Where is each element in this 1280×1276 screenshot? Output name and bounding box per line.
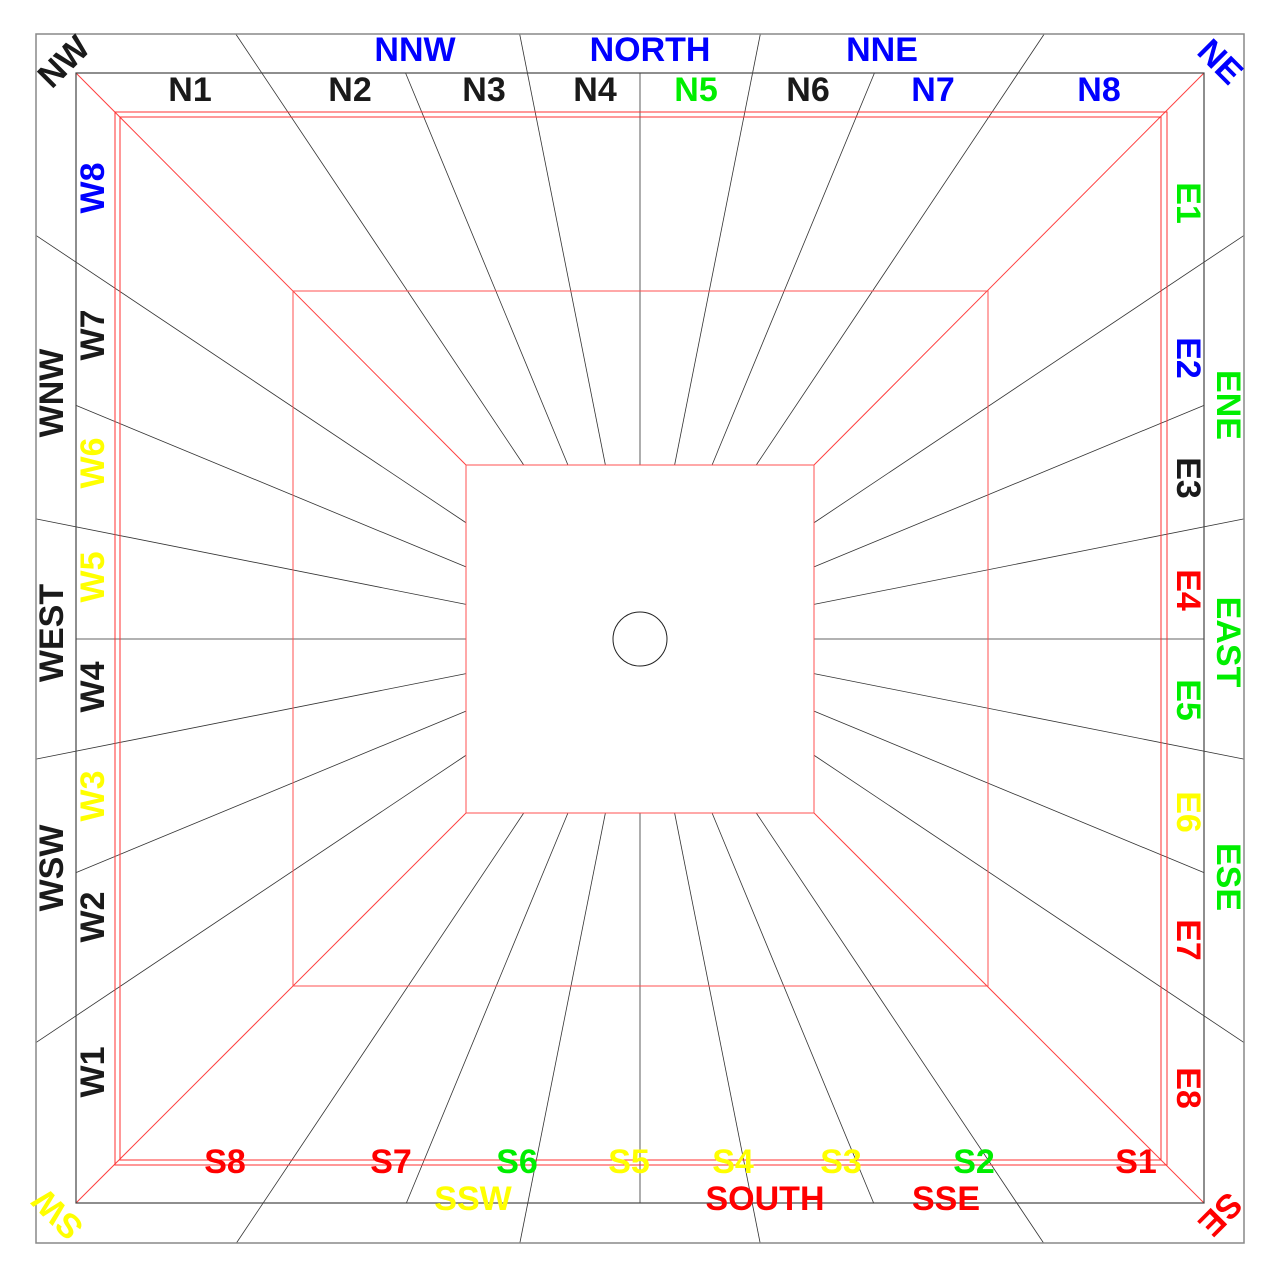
zone-w8: W8 <box>74 163 112 214</box>
direction-lines <box>35 33 1245 1244</box>
zone-n1: N1 <box>168 71 211 109</box>
zone-s8: S8 <box>204 1143 246 1181</box>
zone-n2: N2 <box>328 71 371 109</box>
direction-line <box>711 72 875 466</box>
zone-e1: E1 <box>1169 182 1207 224</box>
center-circle <box>612 611 668 667</box>
zone-e2: E2 <box>1169 337 1207 379</box>
zone-n6: N6 <box>786 71 829 109</box>
direction-line <box>755 812 1044 1244</box>
zone-n4: N4 <box>573 71 617 109</box>
zone-e8: E8 <box>1169 1067 1207 1109</box>
zone-e4: E4 <box>1169 569 1207 611</box>
direction-line <box>236 812 525 1244</box>
diagonal-line <box>813 72 1205 466</box>
label-ssw: SSW <box>434 1180 512 1218</box>
diagonal-line <box>75 812 467 1204</box>
direction-line <box>35 754 467 1043</box>
middle-red-square <box>292 290 989 987</box>
zone-w6: W6 <box>74 438 112 489</box>
label-sw: SW <box>25 1181 91 1247</box>
direction-line <box>35 235 467 524</box>
label-se: SE <box>1191 1185 1250 1244</box>
direction-line <box>235 33 525 466</box>
zone-s3: S3 <box>820 1143 862 1181</box>
label-sse: SSE <box>912 1180 980 1218</box>
label-ne: NE <box>1190 32 1250 92</box>
direction-line <box>813 710 1205 873</box>
direction-line <box>405 72 569 466</box>
direction-line <box>519 812 606 1244</box>
zone-s5: S5 <box>608 1143 650 1181</box>
zone-e3: E3 <box>1169 457 1207 499</box>
direction-line <box>813 235 1245 524</box>
direction-line <box>674 33 761 466</box>
zone-w3: W3 <box>74 771 112 822</box>
direction-line <box>674 812 761 1244</box>
zone-e6: E6 <box>1169 791 1207 833</box>
direction-line <box>755 33 1045 466</box>
zone-s1: S1 <box>1115 1143 1157 1181</box>
zone-w2: W2 <box>74 892 112 943</box>
zone-w7: W7 <box>74 310 112 361</box>
second-border <box>75 72 1205 1204</box>
direction-line <box>519 33 606 466</box>
label-wnw: WNW <box>33 348 71 438</box>
label-nnw: NNW <box>374 31 456 69</box>
zone-n8: N8 <box>1077 71 1120 109</box>
label-wsw: WSW <box>33 824 71 912</box>
label-south: SOUTH <box>706 1180 825 1218</box>
label-west: WEST <box>33 584 71 682</box>
diagonal-line <box>75 72 467 466</box>
zone-n3: N3 <box>462 71 505 109</box>
direction-line <box>75 405 467 568</box>
direction-line <box>813 518 1245 605</box>
label-nne: NNE <box>846 31 918 69</box>
diagonal-line <box>813 812 1205 1204</box>
zone-e5: E5 <box>1169 679 1207 721</box>
direction-line <box>813 754 1245 1043</box>
red-border-inner <box>119 116 1162 1161</box>
label-east: EAST <box>1209 597 1247 688</box>
direction-line <box>406 812 569 1204</box>
zone-w4: W4 <box>74 661 112 712</box>
zone-w1: W1 <box>74 1047 112 1098</box>
zone-s4: S4 <box>712 1143 754 1181</box>
label-ene: ENE <box>1209 370 1247 440</box>
zone-s6: S6 <box>496 1143 538 1181</box>
zone-n7: N7 <box>911 71 954 109</box>
direction-line <box>75 710 467 873</box>
direction-line <box>813 405 1205 568</box>
zone-s7: S7 <box>370 1143 412 1181</box>
direction-line <box>813 673 1245 760</box>
direction-line <box>711 812 874 1204</box>
zone-n5: N5 <box>674 71 717 109</box>
label-ese: ESE <box>1209 843 1247 911</box>
zone-s2: S2 <box>953 1143 995 1181</box>
direction-line <box>35 518 467 605</box>
outer-border <box>35 33 1245 1244</box>
zone-e7: E7 <box>1169 919 1207 961</box>
zone-w5: W5 <box>74 552 112 603</box>
red-border-outer <box>114 111 1168 1166</box>
label-north: NORTH <box>590 31 711 69</box>
direction-line <box>35 673 467 760</box>
